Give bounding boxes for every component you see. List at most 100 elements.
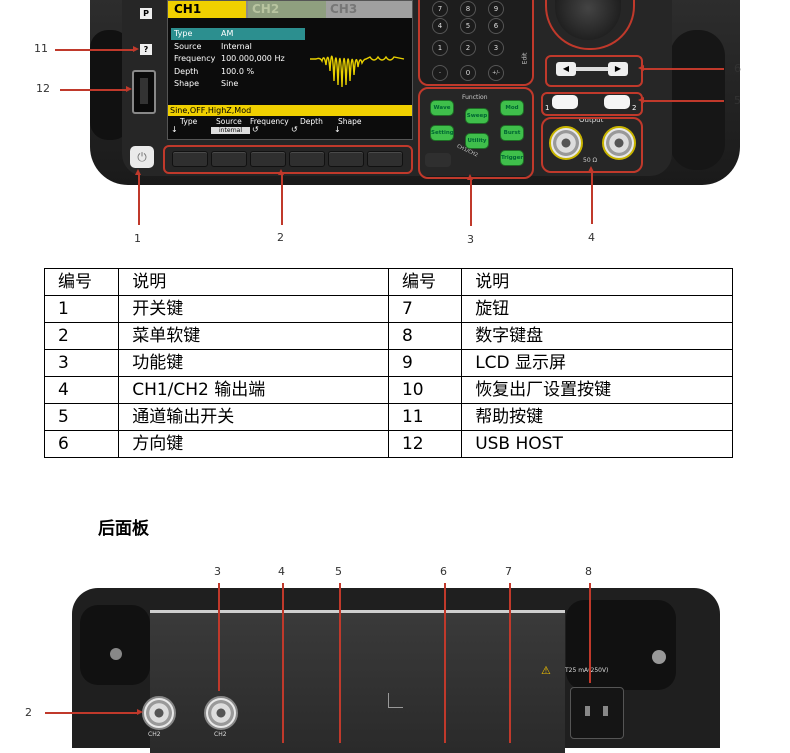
rear-callout-line-7 [509, 583, 511, 743]
softkey-label-frequency: Frequency [250, 117, 289, 126]
num-key-6[interactable]: 6 [488, 18, 504, 34]
table-cell: 2 [43, 322, 120, 350]
mod-key[interactable]: Mod [500, 100, 524, 116]
param-highlight [171, 28, 305, 40]
rear-callout-line-3 [218, 583, 220, 691]
table-header-cell: 说明 [461, 268, 733, 296]
tab-ch1[interactable]: CH1 [168, 1, 246, 18]
ch2-bnc-connector[interactable] [602, 126, 636, 160]
front-panel-spec-table: 编号 说明 编号 说明 1 开关键 7 旋钮 2 菜单软键 8 数字键盘 3 功… [43, 268, 733, 458]
softkey-4[interactable] [289, 151, 325, 167]
table-cell: USB HOST [461, 430, 733, 458]
softkey-1[interactable] [172, 151, 208, 167]
tab-ch3[interactable]: CH3 [326, 1, 412, 18]
right-arrow-key[interactable]: ▶ [608, 62, 628, 76]
rear-panel-title: 后面板 [98, 519, 149, 539]
channel-2-num: 2 [632, 104, 637, 112]
left-arrow-key[interactable]: ◀ [556, 62, 576, 76]
table-cell: 10 [387, 376, 463, 404]
rear-right-handle [566, 600, 676, 690]
rear-screw-right [652, 650, 666, 664]
softkey-label-source: Source [216, 117, 242, 126]
tab-ch2[interactable]: CH2 [248, 1, 326, 18]
utility-key[interactable]: Utility [465, 133, 489, 149]
wave-key[interactable]: Wave [430, 100, 454, 116]
num-key-sign[interactable]: +/- [488, 65, 504, 81]
softkey-2[interactable] [211, 151, 247, 167]
power-button[interactable]: ⏻ [130, 146, 154, 168]
table-cell: 11 [387, 403, 463, 431]
callout-line-5 [638, 97, 724, 103]
edit-label: Edit [521, 52, 529, 65]
table-cell: 7 [387, 295, 463, 323]
param-value: AM [221, 29, 234, 38]
power-socket[interactable] [570, 687, 624, 739]
preset-key[interactable]: P [140, 8, 152, 19]
param-label: Source [174, 41, 202, 51]
usb-host-port[interactable] [132, 70, 156, 114]
ohm-label: 50 Ω [583, 157, 598, 164]
num-key-9[interactable]: 9 [488, 1, 504, 17]
ch1-bnc-connector[interactable] [549, 126, 583, 160]
table-row: 4 CH1/CH2 输出端 10 恢复出厂设置按键 [43, 376, 733, 404]
output-ch2-button[interactable] [604, 95, 630, 109]
function-keys-frame [418, 87, 534, 179]
function-title: Function [462, 94, 488, 101]
param-values: AM Internal 100.000,000 Hz 100.0 % Sine [221, 28, 285, 91]
softkey-5[interactable] [328, 151, 364, 167]
param-value: 100.0 % [221, 66, 255, 76]
softkey-label-type: Type [180, 117, 198, 126]
callout-line-2 [278, 169, 284, 225]
help-key[interactable]: ? [140, 44, 152, 55]
rear-screw-left [110, 648, 122, 660]
status-bar: Sine,OFF,HighZ,Mod [168, 105, 412, 116]
num-key-3[interactable]: 3 [488, 40, 504, 56]
rear-left-handle [80, 605, 150, 685]
param-value: 100.000,000 Hz [221, 54, 285, 63]
softkey-3[interactable] [250, 151, 286, 167]
rear-callout-6: 6 [440, 565, 447, 578]
num-key-8[interactable]: 8 [460, 1, 476, 17]
num-key-dot[interactable]: · [432, 65, 448, 81]
num-key-2[interactable]: 2 [460, 40, 476, 56]
softkey-6[interactable] [367, 151, 403, 167]
table-row: 3 功能键 9 LCD 显示屏 [43, 349, 733, 377]
sweep-key[interactable]: Sweep [465, 108, 489, 124]
rear-callout-5: 5 [335, 565, 342, 578]
trigger-key[interactable]: Trigger [500, 150, 524, 166]
num-key-7[interactable]: 7 [432, 1, 448, 17]
param-label: Depth [174, 66, 199, 76]
direction-keys-frame [545, 55, 643, 87]
callout-line-3 [467, 174, 473, 226]
table-header-cell: 编号 [43, 268, 120, 296]
fuse-label: T25 mA(250V) [565, 667, 609, 674]
num-key-1[interactable]: 1 [432, 40, 448, 56]
burst-key[interactable]: Burst [500, 125, 524, 141]
table-cell: 旋钮 [461, 295, 733, 323]
output-switch-frame [541, 92, 643, 116]
lcd-screen: CH1 CH2 CH3 Type Source Frequency Depth … [167, 0, 413, 140]
output-ch1-button[interactable] [552, 95, 578, 109]
callout-3: 3 [467, 233, 474, 246]
callout-line-6 [638, 65, 724, 71]
table-cell: 9 [387, 349, 463, 377]
num-key-0[interactable]: 0 [460, 65, 476, 81]
table-cell: 恢复出厂设置按键 [461, 376, 733, 404]
softkey-label-shape: Shape [338, 117, 362, 126]
arrow-down-icon: ↓ [334, 125, 341, 134]
am-waveform [310, 55, 405, 88]
socket-pin [603, 706, 608, 716]
ch-switch-key[interactable] [425, 153, 451, 167]
setting-key[interactable]: Setting [430, 125, 454, 141]
num-key-5[interactable]: 5 [460, 18, 476, 34]
socket-pin [585, 706, 590, 716]
rear-bnc-2[interactable] [204, 696, 238, 730]
num-key-4[interactable]: 4 [432, 18, 448, 34]
param-value: Internal [221, 41, 252, 51]
rear-bnc-1[interactable] [142, 696, 176, 730]
rear-callout-line-6 [444, 583, 446, 743]
table-cell: 4 [43, 376, 120, 404]
table-row: 2 菜单软键 8 数字键盘 [43, 322, 733, 350]
usb-slot [140, 78, 148, 104]
warning-icon: ⚠ [541, 664, 551, 677]
